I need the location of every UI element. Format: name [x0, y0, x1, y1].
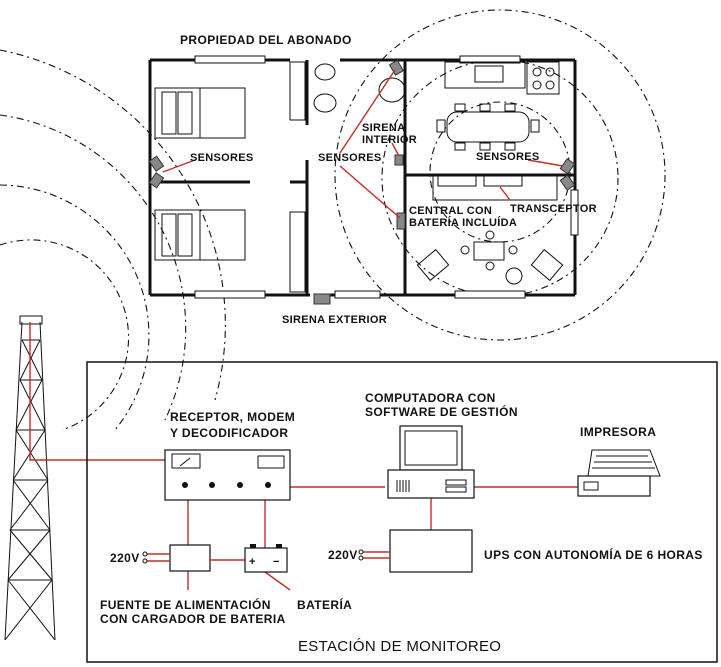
ups-icon	[389, 529, 473, 573]
house-floorplan	[148, 55, 579, 299]
station-frame	[86, 361, 718, 663]
label-sensores-center: SENSORES	[318, 152, 382, 164]
label-sensores-left: SENSORES	[190, 152, 254, 164]
bed-top	[154, 87, 246, 139]
station-title: ESTACIÓN DE MONITOREO	[298, 638, 501, 655]
armchairs	[416, 248, 564, 285]
sensor-bath	[388, 59, 405, 76]
coffee-table	[460, 230, 518, 271]
battery-minus: −	[273, 556, 280, 568]
radio-tower	[4, 315, 165, 641]
house-title: PROPIEDAD DEL ABONADO	[180, 33, 352, 47]
sofa	[432, 175, 558, 201]
label-central-2: BATERÍA INCLUÍDA	[409, 216, 517, 229]
label-power-supply-1: FUENTE DE ALIMENTACIÓN	[100, 597, 271, 612]
label-power-supply-2: CON CARGADOR DE BATERIA	[100, 612, 286, 626]
label-voltage-left: 220V	[110, 551, 140, 565]
dining-table	[436, 103, 540, 151]
sensor-left-1	[148, 155, 165, 172]
toilet-icon	[313, 63, 337, 113]
power-supply-icon	[169, 544, 211, 572]
sirena-interior-device	[394, 154, 404, 166]
sensor-left-2	[148, 172, 165, 189]
bed-bottom	[154, 209, 246, 261]
label-computer-2: SOFTWARE DE GESTIÓN	[365, 404, 518, 419]
label-ups: UPS CON AUTONOMÍA DE 6 HORAS	[484, 547, 703, 562]
alarm-devices	[148, 59, 576, 305]
ups-plug-icon	[358, 549, 390, 561]
house-links	[162, 69, 564, 219]
central-panel-device	[396, 212, 406, 230]
label-sirena-exterior: SIRENA EXTERIOR	[282, 314, 387, 326]
battery-plus: +	[249, 556, 256, 568]
kitchen-counter	[444, 61, 560, 95]
label-transceptor: TRANSCEPTOR	[510, 203, 597, 215]
monitoring-station: RECEPTOR, MODEM Y DECODIFICADOR COMPUTAD…	[86, 361, 718, 663]
label-voltage-ups: 220V	[328, 548, 358, 562]
label-battery: BATERÍA	[297, 597, 352, 612]
receiver-modem-icon	[164, 449, 291, 501]
computer-icon	[387, 425, 475, 499]
label-printer: IMPRESORA	[580, 425, 656, 439]
label-central-1: CENTRAL CON	[409, 205, 492, 217]
label-sirena-interior-1: SIRENA	[362, 122, 405, 134]
power-supply-plug-icon	[142, 551, 170, 564]
sensor-right-2	[559, 174, 576, 191]
sirena-exterior-device	[313, 293, 331, 305]
tower-radio-waves	[0, 49, 226, 431]
battery-icon: + −	[244, 544, 288, 573]
printer-icon	[577, 449, 661, 497]
label-receiver-1: RECEPTOR, MODEM	[170, 410, 295, 424]
label-sirena-interior-2: INTERIOR	[362, 134, 417, 146]
label-sensores-right: SENSORES	[476, 151, 540, 163]
sensor-right-1	[559, 158, 576, 175]
label-receiver-2: Y DECODIFICADOR	[170, 426, 288, 440]
sink-icon	[378, 77, 406, 103]
label-computer-1: COMPUTADORA CON	[365, 391, 496, 405]
